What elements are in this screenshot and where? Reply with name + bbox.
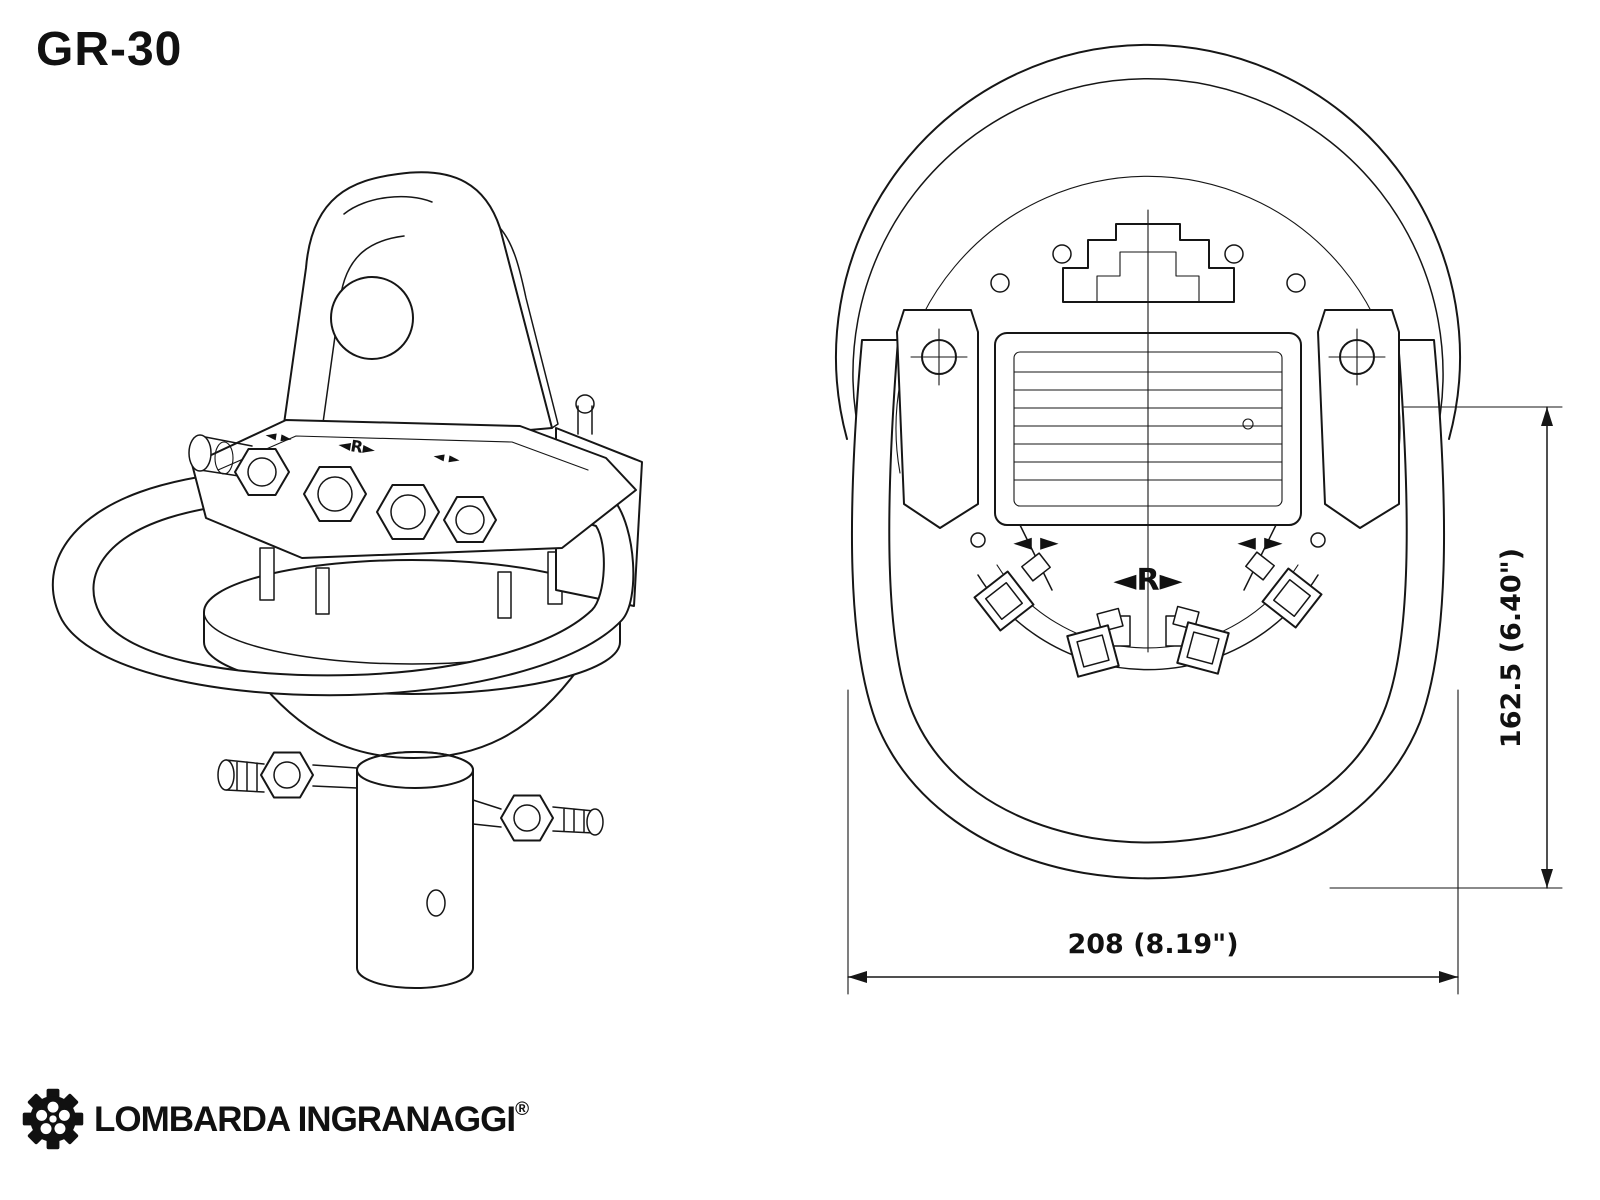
hose-nipple-left	[225, 759, 265, 793]
hose-fitting	[973, 552, 1051, 632]
shaft-hole	[426, 889, 446, 917]
rotation-arrows-marking: ◄ ►	[1237, 528, 1283, 556]
logo-text: LOMBARDA INGRANAGGI®	[94, 1099, 529, 1140]
stud	[497, 571, 512, 619]
rotation-marking: ◄R►	[1113, 563, 1182, 598]
width-dimension-label: 208 (8.19")	[1067, 929, 1238, 960]
clevis-side-face	[499, 227, 559, 429]
bleed-screw-body	[577, 405, 593, 435]
gear-icon	[22, 1088, 84, 1150]
clevis	[279, 171, 553, 453]
housing-inner-arc	[852, 78, 1444, 447]
dimension-arrow	[1439, 971, 1458, 983]
bracket-bolt-crosshair	[1328, 328, 1386, 386]
dimension-arrow	[1541, 407, 1553, 426]
bracket-bolt-crosshair	[910, 328, 968, 386]
dimension-arrow	[848, 971, 867, 983]
clevis-top-arc	[343, 195, 433, 215]
bolt-hole	[1286, 273, 1306, 293]
port-hex	[303, 466, 367, 522]
flange-hole	[1310, 532, 1326, 548]
clevis-hole	[330, 276, 414, 360]
fitting-stem-right	[472, 799, 502, 828]
height-dimension-label: 162.5 (6.40")	[1496, 548, 1527, 748]
hex-fitting-left	[260, 751, 314, 799]
dimensions: 162.5 (6.40") 208 (8.19")	[847, 406, 1563, 995]
hose-fitting	[1245, 551, 1323, 629]
port-bore	[317, 476, 353, 512]
body-detail-hole	[1242, 418, 1254, 430]
guard-front	[850, 339, 1446, 880]
housing-outer-arc	[835, 43, 1461, 440]
spigot-collar	[214, 441, 234, 475]
stud	[315, 567, 330, 615]
rotation-arrows-marking: ◄ ►	[432, 448, 461, 468]
shaft-top-rim	[356, 751, 474, 789]
port-hex	[443, 496, 497, 543]
registered-mark: ®	[515, 1098, 530, 1120]
port-bore	[390, 494, 426, 530]
hose-nipple-left-end	[217, 759, 235, 791]
bolt-hole	[1224, 244, 1244, 264]
spigot-end	[188, 434, 212, 472]
port-hex	[234, 448, 290, 496]
hose-nipple-right-end	[586, 808, 604, 836]
hose-nipple-right	[552, 806, 595, 834]
bolt-hole	[1052, 244, 1072, 264]
fitting-stem-left	[312, 764, 358, 789]
bolt-hole	[990, 273, 1010, 293]
stud	[259, 547, 275, 601]
hex-fitting-left-bore	[273, 761, 301, 789]
side-bracket-right	[1317, 309, 1400, 529]
bleed-screw	[575, 394, 595, 414]
dimension-arrow	[1541, 869, 1553, 888]
rotation-arrows-marking: ◄ ►	[1013, 528, 1059, 556]
port-bore	[455, 505, 485, 535]
hex-fitting-right-bore	[513, 804, 541, 832]
bell-housing	[248, 667, 580, 759]
hex-fitting-right	[500, 794, 554, 842]
isometric-view: ◄ ► ◄R► ◄ ►	[51, 171, 643, 989]
flange-hole	[970, 532, 986, 548]
manufacturer-logo: LOMBARDA INGRANAGGI®	[20, 1086, 529, 1152]
hose-fitting	[1066, 607, 1124, 678]
rotation-arrows-marking: ◄ ►	[264, 427, 293, 447]
port-hex	[376, 484, 440, 540]
port-bore	[247, 457, 277, 487]
hose-fitting	[1172, 605, 1230, 675]
logo-name: LOMBARDA INGRANAGGI	[94, 1099, 516, 1139]
front-view: ◄ ► ◄ ► ◄R►	[835, 43, 1461, 880]
drawing-title: GR-30	[36, 23, 183, 76]
side-bracket-left	[896, 309, 979, 529]
flange-arc-outer	[977, 574, 1319, 671]
